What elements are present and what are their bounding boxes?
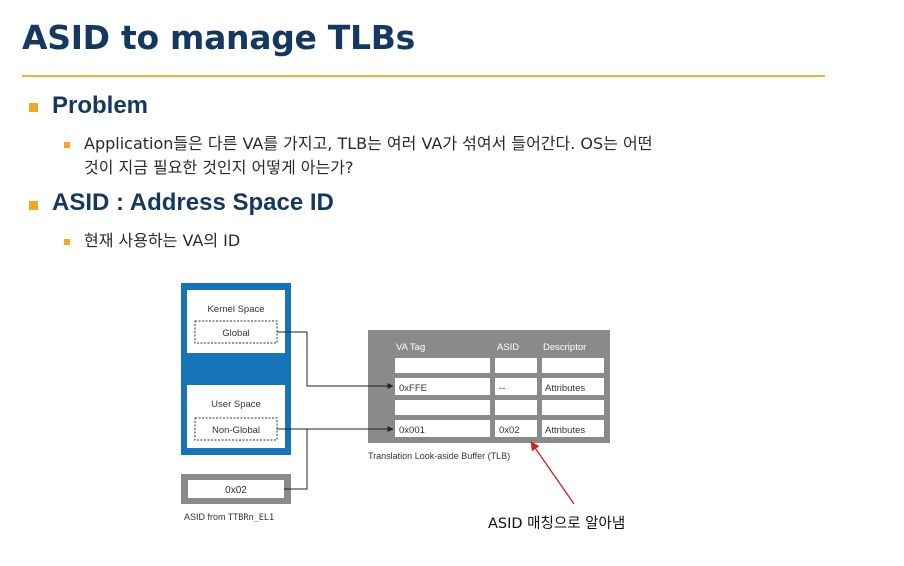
tlb-cell-text: 0x02 — [499, 425, 520, 436]
bullet-marker — [29, 103, 38, 112]
problem-heading: Problem — [52, 92, 149, 119]
asid-text: 현재 사용하는 VA의 ID — [84, 231, 241, 250]
tlb-header-va-tag: VA Tag — [396, 342, 425, 353]
tlb-cell — [495, 358, 537, 373]
tlb-cell — [495, 378, 537, 395]
tlb-cell — [395, 420, 490, 437]
bullet-marker — [29, 201, 38, 210]
title-underline — [22, 75, 825, 77]
annotation-arrow — [530, 441, 575, 505]
tlb-cell-text: -- — [499, 383, 505, 394]
asid-register-value: 0x02 — [225, 485, 247, 496]
problem-text-line1: Application들은 다른 VA를 가지고, TLB는 여러 VA가 섞여… — [84, 134, 653, 153]
asid-register-field — [188, 480, 284, 498]
tlb-cell — [495, 420, 537, 437]
tlb-cell — [395, 400, 490, 415]
tlb-cell-text: 0xFFE — [399, 383, 427, 394]
problem-text-line2: 것이 지금 필요한 것인지 어떻게 아는가? — [84, 158, 354, 177]
tlb-cell — [542, 358, 604, 373]
asid-matching-annotation: ASID 매칭으로 알아냄 — [488, 516, 626, 532]
tlb-cell — [542, 400, 604, 415]
asid-heading: ASID : Address Space ID — [52, 189, 334, 216]
global-connector — [277, 331, 394, 389]
tlb-cell-text: Attributes — [545, 383, 585, 394]
tlb-cell — [395, 358, 490, 373]
sub-bullet-marker — [64, 239, 70, 245]
asid-connector — [284, 429, 308, 490]
kernel-space-label: Kernel Space — [207, 304, 264, 315]
tlb-cell — [395, 378, 490, 395]
tlb-header-asid: ASID — [497, 342, 519, 353]
tlb-header-descriptor: Descriptor — [543, 342, 586, 353]
user-space-label: User Space — [211, 399, 261, 410]
slide-title: ASID to manage TLBs — [22, 18, 415, 57]
sub-bullet-marker — [64, 142, 70, 148]
global-label: Global — [222, 328, 249, 339]
tlb-cell — [495, 400, 537, 415]
tlb-caption: Translation Look-aside Buffer (TLB) — [368, 451, 510, 461]
tlb-cell — [542, 420, 604, 437]
tlb-cell — [542, 378, 604, 395]
tlb-cell-text: 0x001 — [399, 425, 425, 436]
asid-from-label: ASID from TTBRn_EL1 — [184, 512, 274, 523]
non-global-label: Non-Global — [212, 425, 260, 436]
tlb-cell-text: Attributes — [545, 425, 585, 436]
